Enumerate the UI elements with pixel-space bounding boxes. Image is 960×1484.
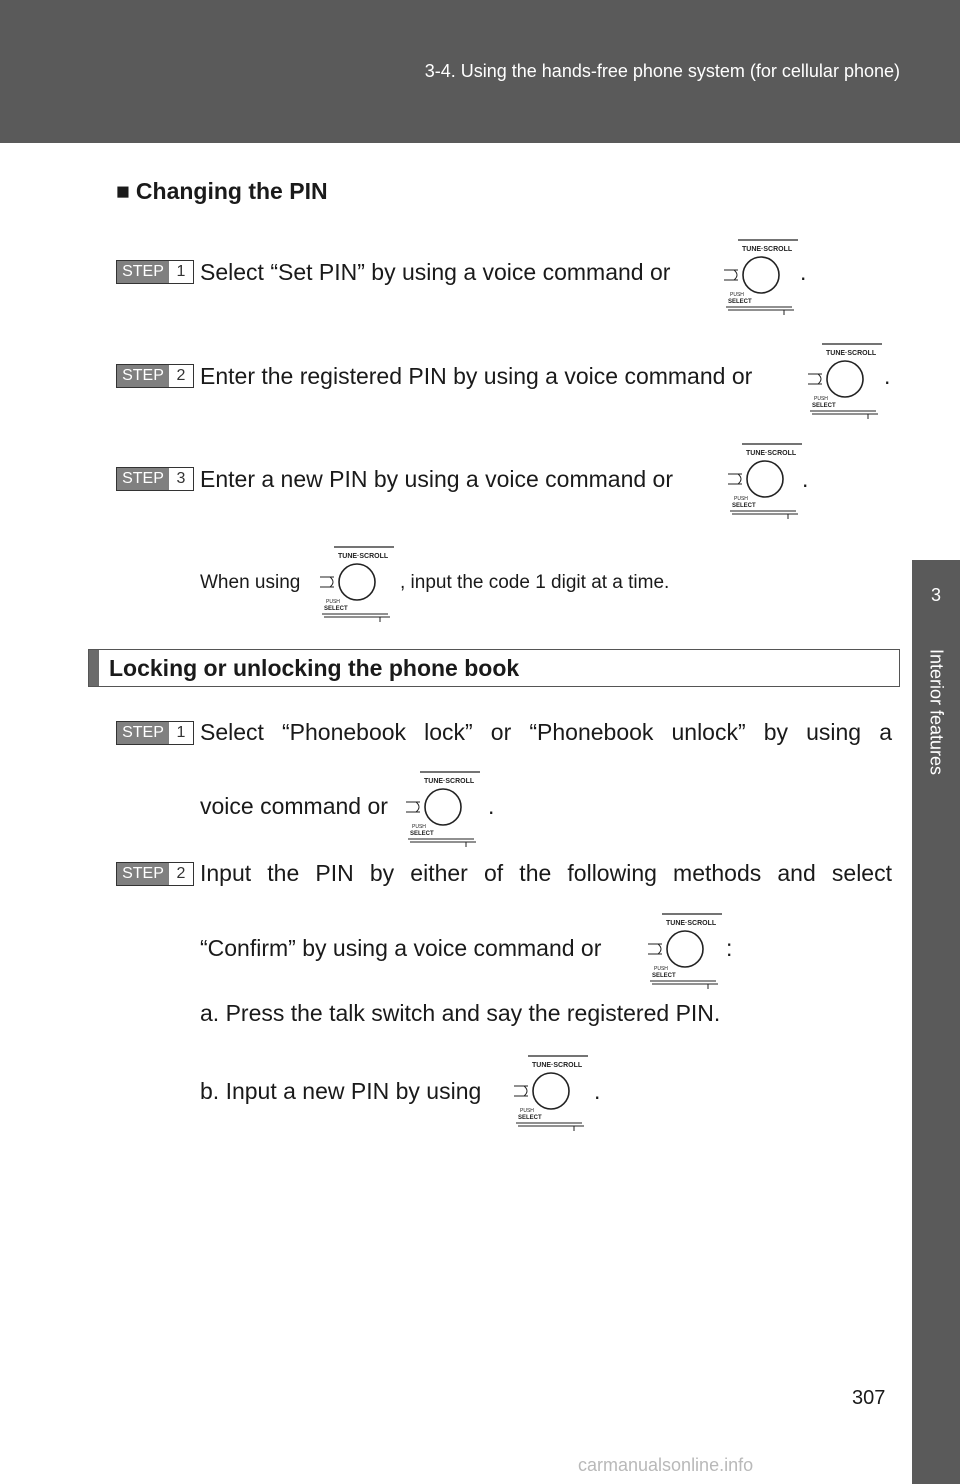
step-end: . xyxy=(802,466,809,492)
step-number: 1 xyxy=(176,263,186,280)
step-badge: STEP 3 xyxy=(116,467,194,491)
step-end: : xyxy=(726,935,733,961)
step-end: . xyxy=(594,1078,601,1104)
step-text: “Confirm” by using a voice command or xyxy=(200,935,602,961)
subheading-mark: ■ xyxy=(116,178,130,204)
step-number: 2 xyxy=(176,865,186,882)
side-tab-label: Interior features xyxy=(926,648,947,776)
knob-arc xyxy=(657,943,662,955)
knob-push-label: PUSH xyxy=(654,966,668,972)
knob-dial xyxy=(826,360,864,398)
step-word: STEP xyxy=(117,365,169,387)
side-tab xyxy=(912,630,960,1484)
knob-select-label: SELECT xyxy=(518,1115,542,1121)
step-end: . xyxy=(884,363,891,389)
method-b: b. Input a new PIN by using xyxy=(200,1078,482,1104)
subheading: ■Changing the PIN xyxy=(116,178,328,205)
header-title: 3-4. Using the hands-free phone system (… xyxy=(424,61,900,81)
knob-push-label: PUSH xyxy=(730,292,744,298)
step-word: STEP xyxy=(117,722,169,744)
page-header: 3-4. Using the hands-free phone system (… xyxy=(0,0,960,143)
knob-push-label: PUSH xyxy=(814,396,828,402)
step-text: voice command or xyxy=(200,793,388,819)
step-badge: STEP 1 xyxy=(116,721,194,745)
knob-push-label: PUSH xyxy=(734,496,748,502)
knob-dial xyxy=(746,460,784,498)
knob-select-label: SELECT xyxy=(732,503,756,509)
note-text: When using xyxy=(200,572,301,593)
subheading-text: Changing the PIN xyxy=(135,178,328,204)
knob-arc xyxy=(415,801,420,813)
note-text: , input the code 1 digit at a time. xyxy=(400,572,670,593)
step-text: Input the PIN by either of the following… xyxy=(200,860,892,886)
knob-arc xyxy=(523,1085,528,1097)
step-badge: STEP 2 xyxy=(116,862,194,886)
knob-dial xyxy=(424,788,462,826)
step-number: 2 xyxy=(176,367,186,384)
step-word: STEP xyxy=(117,261,169,283)
page-number: 307 xyxy=(852,1387,886,1409)
step-end: . xyxy=(800,259,807,285)
knob-select-label: SELECT xyxy=(410,831,434,837)
knob-select-label: SELECT xyxy=(728,299,752,305)
step-text: Select “Set PIN” by using a voice comman… xyxy=(200,259,671,285)
knob-arc xyxy=(329,576,334,588)
step-number: 3 xyxy=(176,470,186,487)
step-text: Enter the registered PIN by using a voic… xyxy=(200,363,753,389)
step-text: Select “Phonebook lock” or “Phonebook un… xyxy=(200,719,892,745)
watermark: carmanualsonline.info xyxy=(578,1455,754,1475)
knob-push-label: PUSH xyxy=(520,1108,534,1114)
step-word: STEP xyxy=(117,468,169,490)
step-text: Enter a new PIN by using a voice command… xyxy=(200,466,674,492)
section-title: Locking or unlocking the phone book xyxy=(109,655,520,681)
knob-dial xyxy=(742,256,780,294)
knob-top-label: TUNE·SCROLL xyxy=(826,350,877,357)
knob-dial xyxy=(666,930,704,968)
side-tab-number: 3 xyxy=(912,560,960,630)
knob-top-label: TUNE·SCROLL xyxy=(532,1062,583,1069)
knob-top-label: TUNE·SCROLL xyxy=(338,553,389,560)
knob-dial xyxy=(338,563,376,601)
knob-select-label: SELECT xyxy=(812,403,836,409)
section-accent xyxy=(89,650,99,686)
knob-push-label: PUSH xyxy=(412,824,426,830)
knob-arc xyxy=(737,473,742,485)
knob-select-label: SELECT xyxy=(324,606,348,612)
section-title-bar: Locking or unlocking the phone book xyxy=(88,649,900,687)
step-badge: STEP 1 xyxy=(116,260,194,284)
knob-top-label: TUNE·SCROLL xyxy=(666,920,717,927)
step-end: . xyxy=(488,793,495,819)
step-word: STEP xyxy=(117,863,169,885)
knob-top-label: TUNE·SCROLL xyxy=(746,450,797,457)
method-a: a. Press the talk switch and say the reg… xyxy=(200,1000,721,1026)
knob-select-label: SELECT xyxy=(652,973,676,979)
knob-top-label: TUNE·SCROLL xyxy=(742,246,793,253)
side-tab-spacer xyxy=(912,143,960,560)
step-badge: STEP 2 xyxy=(116,364,194,388)
knob-arc xyxy=(733,269,738,281)
step-number: 1 xyxy=(176,724,186,741)
knob-top-label: TUNE·SCROLL xyxy=(424,778,475,785)
knob-push-label: PUSH xyxy=(326,599,340,605)
knob-dial xyxy=(532,1072,570,1110)
knob-arc xyxy=(817,373,822,385)
